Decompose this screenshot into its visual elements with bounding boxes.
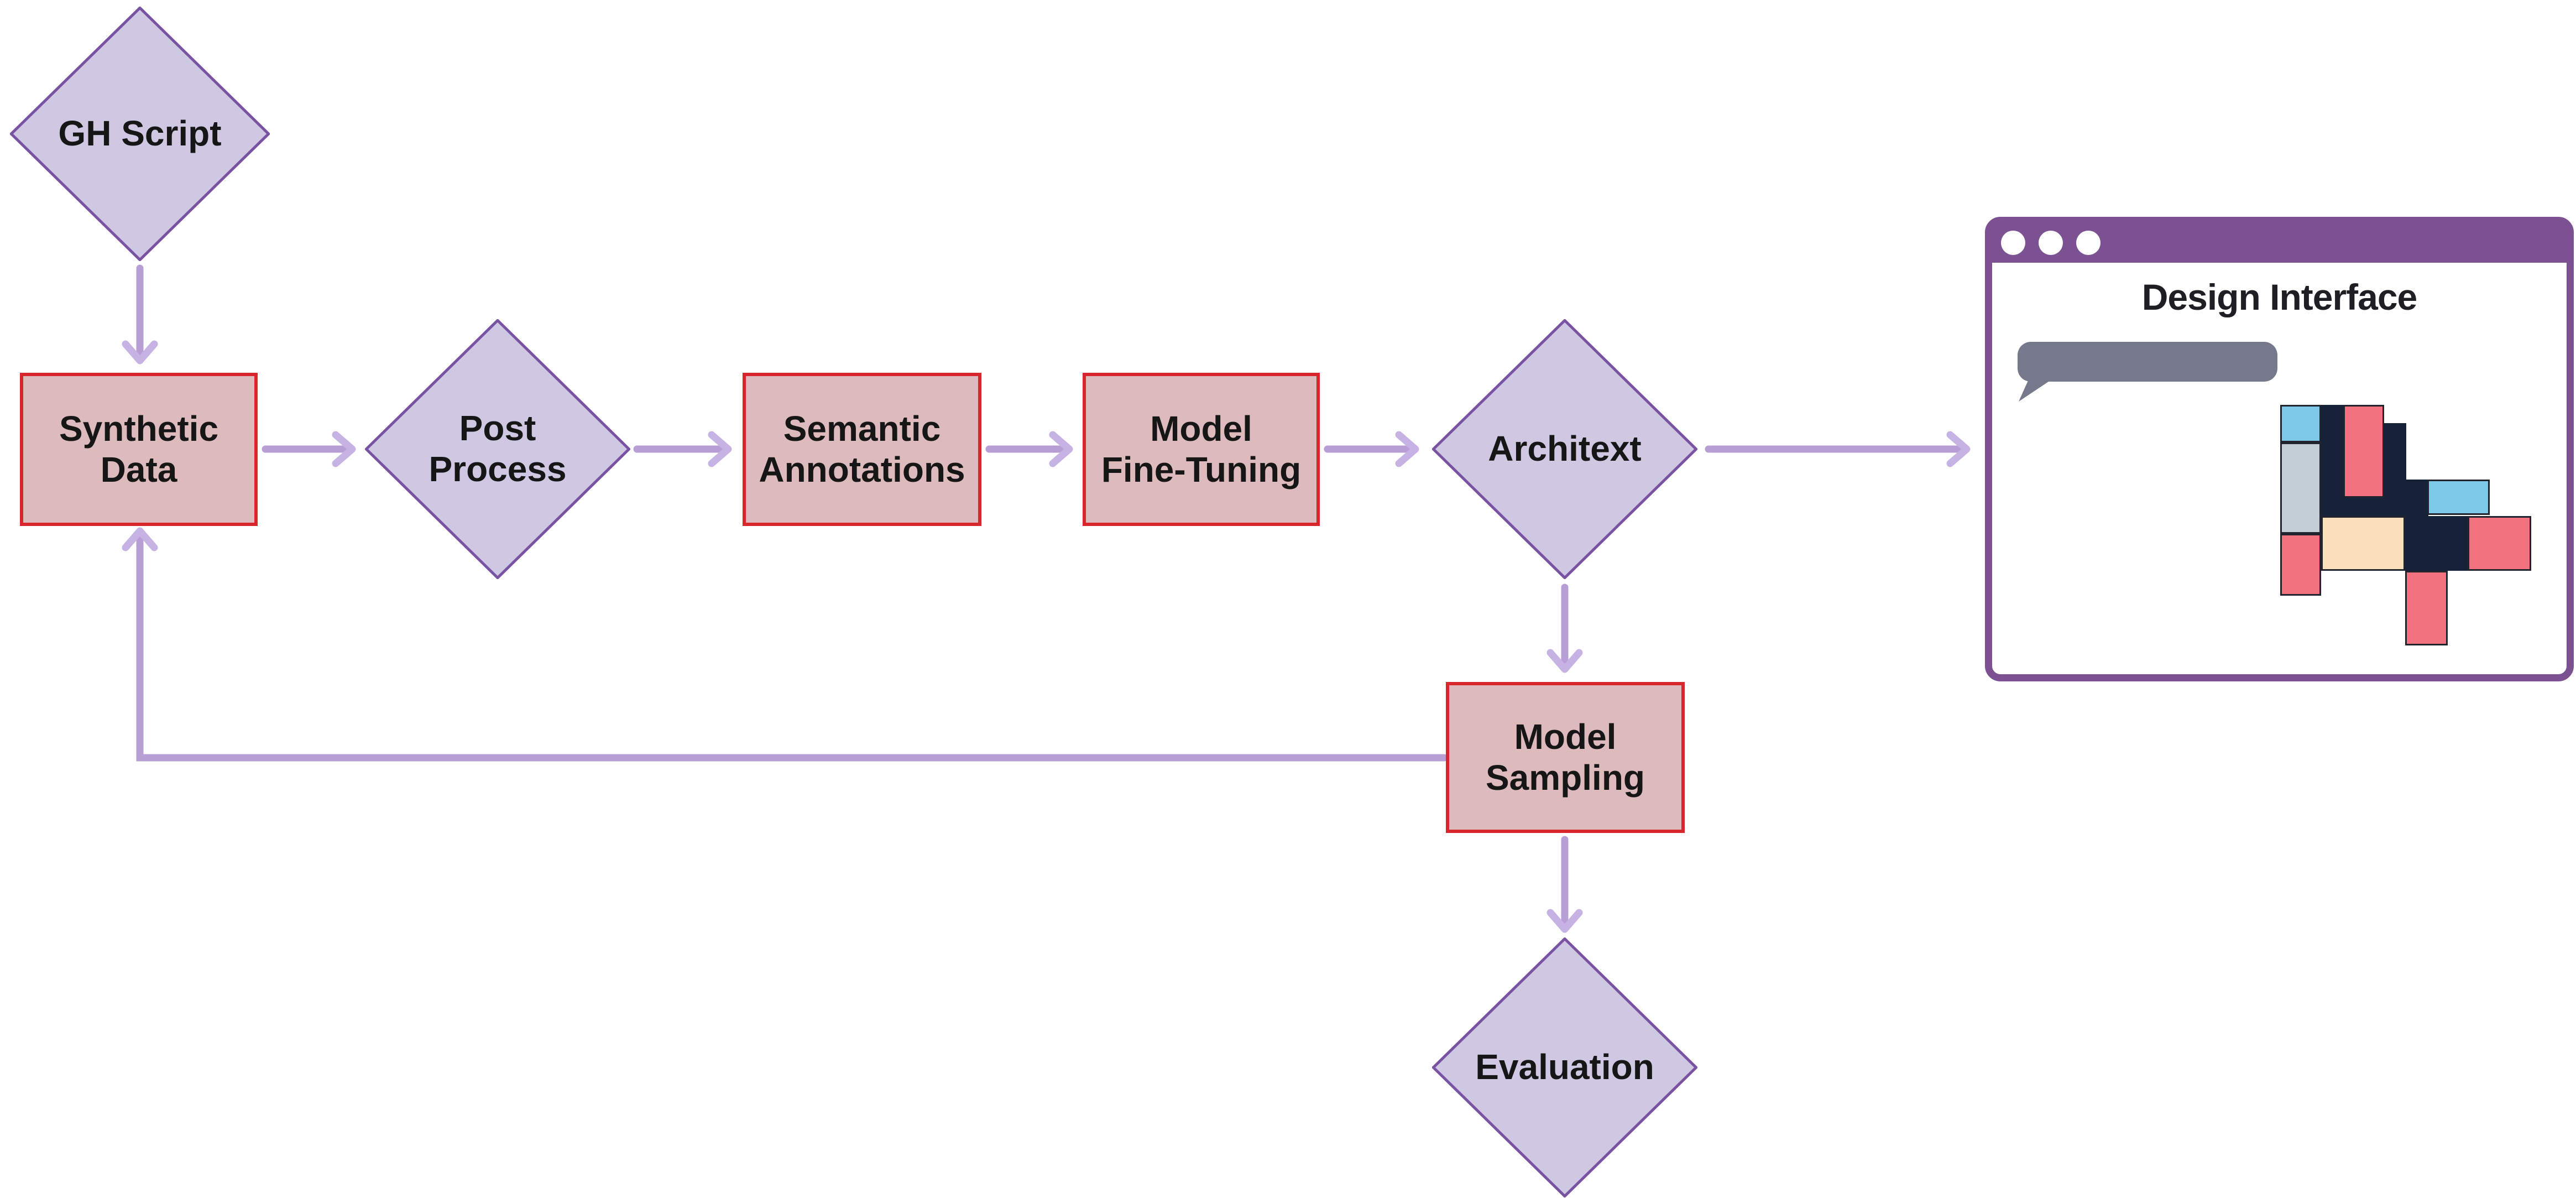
node-label: Post Process [429, 408, 567, 489]
node-label: Synthetic Data [59, 408, 219, 489]
diamond-shape [10, 7, 270, 261]
arrowhead-right-architext [1395, 431, 1419, 467]
arrowhead-right-modelfinetuning [1049, 431, 1073, 467]
floorplan-block-lightblue-right [2427, 480, 2490, 515]
floorplan-block-salmon-left [2280, 534, 2321, 596]
node-label: Evaluation [1475, 1047, 1654, 1087]
window-title: Design Interface [2141, 277, 2418, 317]
floorplan-block-lightblue-top-left [2280, 405, 2321, 442]
node-evaluation: Evaluation [1432, 937, 1697, 1197]
speech-bubble [2018, 342, 2277, 382]
arrowhead-down-modelsampling [1546, 649, 1583, 673]
node-label: Semantic Annotations [759, 408, 965, 489]
floorplan-block-navy-a [2384, 423, 2406, 516]
floorplan-block-salmon-tall [2343, 405, 2384, 498]
edge-modelsampling-to-syntheticdata-feedback [136, 535, 1448, 762]
arrowhead-down-syntheticdata [122, 340, 158, 364]
diamond-shape [1432, 319, 1697, 579]
floorplan-block-salmon-right [2468, 516, 2531, 571]
diamond-shape [365, 319, 630, 579]
speech-bubble-tail [2019, 379, 2052, 402]
window-titlebar [1992, 224, 2567, 263]
floorplan-block-salmon-bottom [2405, 571, 2448, 645]
floorplan-block-gray-column [2280, 442, 2321, 534]
floorplan-block-cream-room [2321, 516, 2405, 571]
node-label: Model Fine-Tuning [1101, 408, 1302, 489]
node-post-process: Post Process [365, 319, 630, 579]
node-model-fine-tuning: Model Fine-Tuning [1083, 373, 1320, 526]
floorplan-block-navy-b [2343, 498, 2384, 516]
arrowhead-right-designinterface [1946, 431, 1971, 467]
traffic-light-icon [2039, 231, 2063, 255]
traffic-light-icon [2001, 231, 2025, 255]
floorplan-block-navy-strip [2321, 405, 2343, 516]
floorplan-block-navy-c [2406, 480, 2428, 516]
node-model-sampling: Model Sampling [1446, 682, 1685, 833]
node-label: Architext [1488, 429, 1642, 469]
arrowhead-right-semanticannotations [708, 431, 732, 467]
node-semantic-annotations: Semantic Annotations [743, 373, 981, 526]
node-label: Model Sampling [1485, 716, 1645, 798]
node-synthetic-data: Synthetic Data [20, 373, 258, 526]
arrowhead-right-postprocess [332, 431, 356, 467]
node-architext: Architext [1432, 319, 1697, 579]
arrowhead-up-syntheticdata [122, 527, 158, 551]
design-interface-window: Design Interface [1985, 217, 2574, 681]
traffic-light-icon [2076, 231, 2100, 255]
diamond-shape [1432, 937, 1697, 1197]
node-gh-script: GH Script [10, 7, 270, 261]
floorplan-block-navy-row [2404, 516, 2468, 571]
node-label: GH Script [58, 113, 222, 154]
arrowhead-down-evaluation [1546, 909, 1583, 933]
